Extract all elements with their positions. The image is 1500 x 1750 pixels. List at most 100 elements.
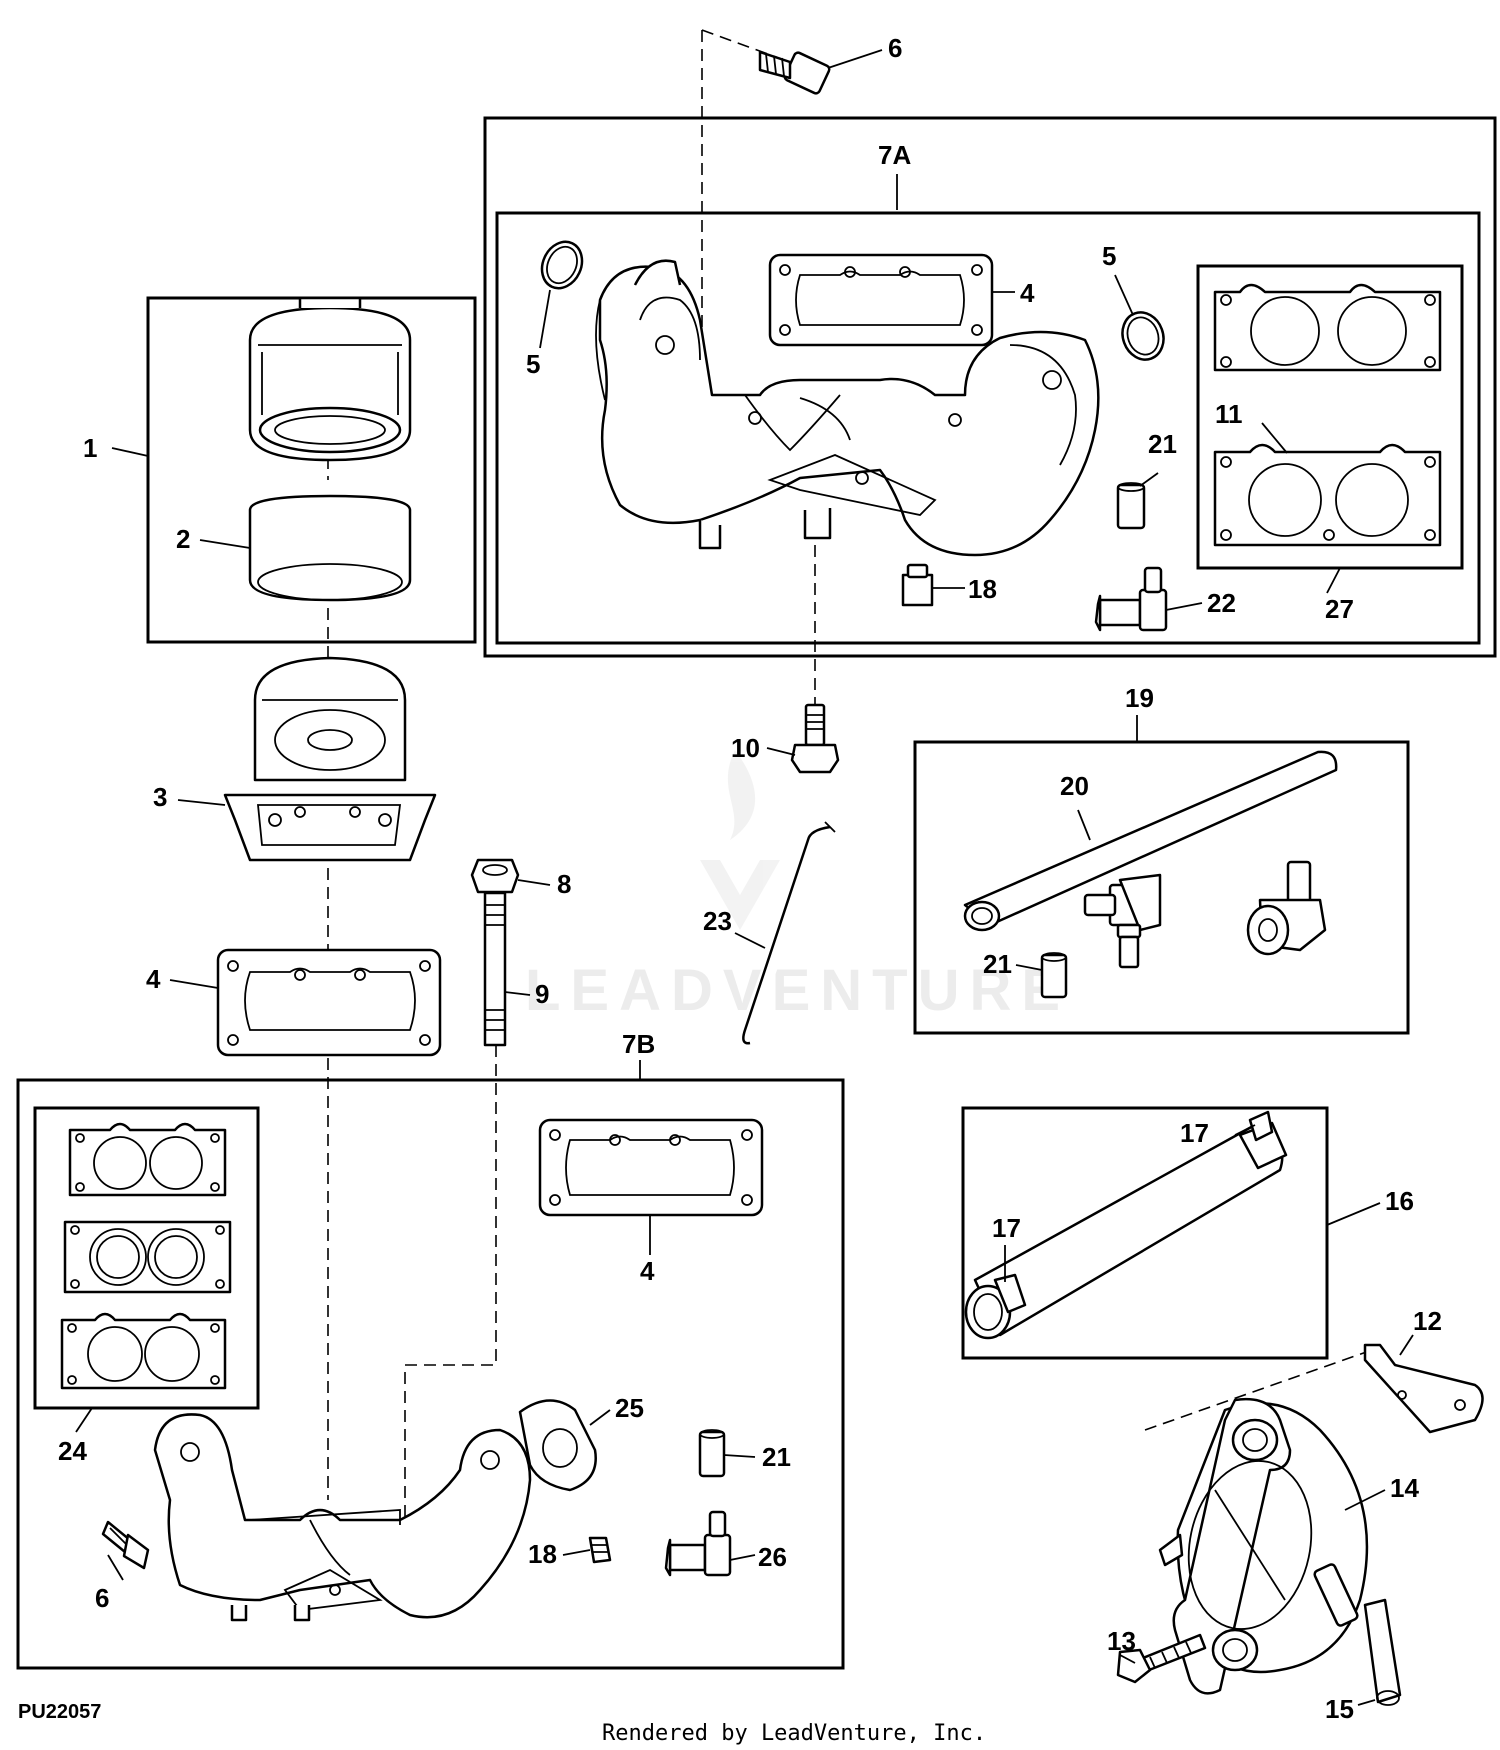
leader-23 bbox=[734, 932, 766, 949]
watermark-logo bbox=[700, 750, 780, 930]
leader-1 bbox=[111, 447, 149, 457]
callout-7b: 7B bbox=[622, 1029, 655, 1059]
callout-6-bottom: 6 bbox=[95, 1583, 109, 1613]
callout-20: 20 bbox=[1060, 771, 1089, 801]
tee-fitting-22[interactable] bbox=[1094, 566, 1168, 632]
leader-20 bbox=[1077, 809, 1091, 841]
gasket-kit-27-box bbox=[1196, 264, 1464, 570]
callout-3: 3 bbox=[153, 782, 167, 812]
gasket-kit-24-top[interactable] bbox=[68, 1122, 227, 1197]
leader-12 bbox=[1399, 1334, 1414, 1356]
leader-18-7b bbox=[562, 1549, 591, 1556]
plug-18-7a[interactable] bbox=[901, 563, 934, 607]
air-filter-element-1[interactable] bbox=[248, 296, 412, 462]
gasket-11[interactable] bbox=[1213, 443, 1442, 547]
bracket-12[interactable] bbox=[1363, 1343, 1484, 1434]
callout-1: 1 bbox=[83, 433, 97, 463]
manifold-7a-inner-box bbox=[495, 211, 1481, 645]
leader-15 bbox=[1357, 1699, 1376, 1706]
screw-6-top[interactable] bbox=[758, 50, 831, 95]
assembly-line bbox=[1144, 1349, 1373, 1431]
pre-cleaner-2[interactable] bbox=[248, 494, 412, 602]
leader-16 bbox=[1326, 1202, 1381, 1226]
callout-17-bottom: 17 bbox=[992, 1213, 1021, 1243]
leader-10 bbox=[766, 747, 796, 756]
leader-21-7b bbox=[723, 1454, 756, 1458]
screw-10[interactable] bbox=[790, 703, 840, 774]
callout-18-7b: 18 bbox=[528, 1539, 557, 1569]
callout-24: 24 bbox=[58, 1436, 87, 1466]
callout-22: 22 bbox=[1207, 588, 1236, 618]
tee-fitting-26[interactable] bbox=[664, 1510, 732, 1577]
air-cleaner-base-3[interactable] bbox=[223, 656, 437, 862]
callout-13: 13 bbox=[1107, 1626, 1136, 1656]
gasket-25[interactable] bbox=[518, 1399, 597, 1492]
tailpipe-15[interactable] bbox=[1363, 1598, 1402, 1706]
gasket-kit-27-top[interactable] bbox=[1213, 283, 1442, 372]
gasket-4-7b[interactable] bbox=[538, 1118, 764, 1217]
leader-13 bbox=[1119, 1654, 1136, 1664]
clamp-17-top[interactable] bbox=[1248, 1110, 1274, 1142]
callout-21-7b: 21 bbox=[762, 1442, 791, 1472]
callout-2: 2 bbox=[176, 524, 190, 554]
callout-5-left: 5 bbox=[526, 349, 540, 379]
gasket-kit-24-middle[interactable] bbox=[63, 1220, 232, 1294]
callout-6-top: 6 bbox=[888, 33, 902, 63]
spacer-21-7a[interactable] bbox=[1116, 482, 1146, 530]
stud-9[interactable] bbox=[483, 891, 507, 1047]
exhaust-manifold-7a[interactable] bbox=[595, 259, 1100, 557]
figure-code: PU22057 bbox=[18, 1701, 101, 1723]
callout-9: 9 bbox=[535, 979, 549, 1009]
o-ring-5-right[interactable] bbox=[1116, 307, 1170, 366]
callout-26: 26 bbox=[758, 1542, 787, 1572]
spacer-21-7b[interactable] bbox=[698, 1429, 726, 1478]
hose-kit-19-box bbox=[913, 740, 1410, 1035]
callout-8: 8 bbox=[557, 869, 571, 899]
callout-17-top: 17 bbox=[1180, 1118, 1209, 1148]
callout-12: 12 bbox=[1413, 1306, 1442, 1336]
valve-fitting-kit19[interactable] bbox=[1246, 860, 1327, 956]
callout-27: 27 bbox=[1325, 594, 1354, 624]
leader-5-left bbox=[539, 289, 551, 349]
clamp-17-bottom[interactable] bbox=[993, 1273, 1027, 1314]
leader-24 bbox=[75, 1407, 93, 1433]
muffler-14[interactable] bbox=[1158, 1397, 1369, 1695]
plug-18-7b[interactable] bbox=[588, 1536, 612, 1564]
leader-22 bbox=[1165, 602, 1203, 611]
gasket-4-center[interactable] bbox=[216, 948, 442, 1057]
leader-17-top bbox=[1234, 1124, 1256, 1136]
callout-25: 25 bbox=[615, 1393, 644, 1423]
rod-23[interactable] bbox=[742, 821, 836, 1045]
tube-kit-16-box bbox=[961, 1106, 1329, 1360]
callout-7a: 7A bbox=[878, 140, 911, 170]
callout-4-center: 4 bbox=[146, 964, 161, 994]
o-ring-5-left[interactable] bbox=[535, 235, 590, 295]
gasket-4-7a[interactable] bbox=[768, 253, 994, 347]
leader-6-top bbox=[827, 49, 883, 69]
screw-6-bottom[interactable] bbox=[101, 1520, 150, 1570]
callout-16: 16 bbox=[1385, 1186, 1414, 1216]
callout-4-7a: 4 bbox=[1020, 278, 1035, 308]
leader-9 bbox=[504, 991, 531, 996]
hose-20[interactable] bbox=[963, 750, 1338, 932]
spacer-21-kit19[interactable] bbox=[1040, 952, 1068, 999]
callout-5-right: 5 bbox=[1102, 241, 1116, 271]
leader-3 bbox=[177, 799, 226, 806]
leader-14 bbox=[1344, 1489, 1386, 1511]
watermark-text: LEADVENTURE bbox=[525, 958, 1070, 1023]
gasket-kit-24-bottom[interactable] bbox=[60, 1312, 227, 1390]
exhaust-manifold-7b[interactable] bbox=[153, 1413, 532, 1622]
leader-21-7a bbox=[1139, 472, 1159, 487]
nut-8[interactable] bbox=[470, 858, 520, 894]
leader-27 bbox=[1326, 567, 1341, 594]
leader-25 bbox=[589, 1409, 611, 1426]
callout-10: 10 bbox=[731, 733, 760, 763]
callout-4-7b: 4 bbox=[640, 1256, 655, 1286]
manifold-7a-outer-box bbox=[483, 116, 1497, 658]
callout-23: 23 bbox=[703, 906, 732, 936]
leader-2 bbox=[199, 539, 251, 549]
callout-14: 14 bbox=[1390, 1473, 1419, 1503]
elbow-fitting-kit19[interactable] bbox=[1083, 873, 1162, 969]
callout-19: 19 bbox=[1125, 683, 1154, 713]
